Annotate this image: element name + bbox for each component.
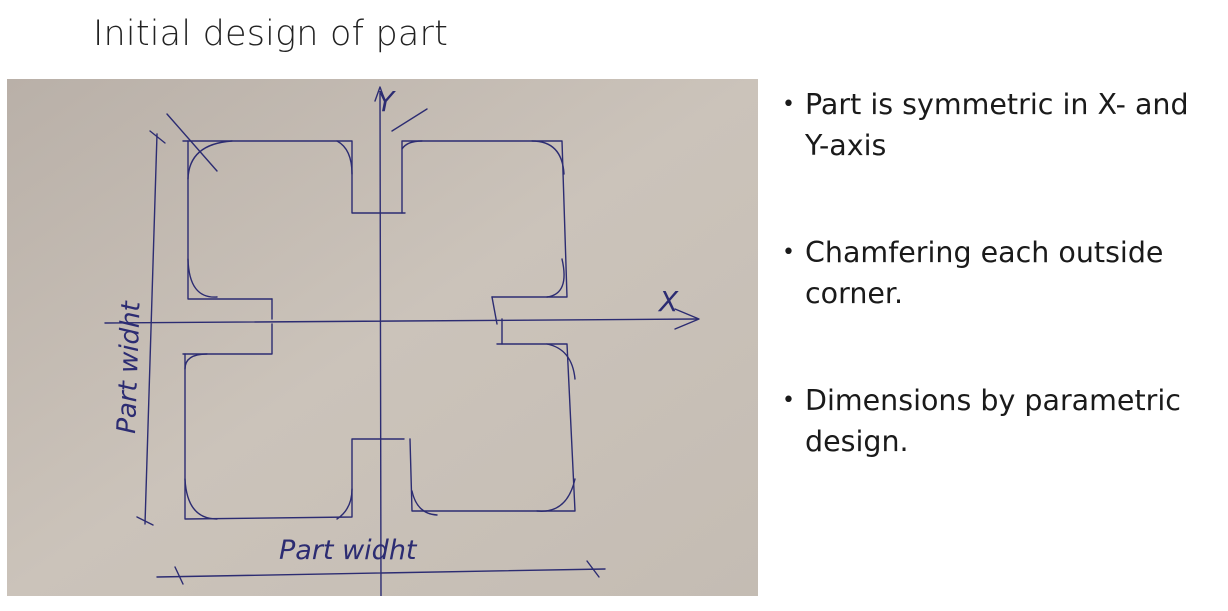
y-axis-label: Y <box>377 85 396 118</box>
vertical-dimension-label: Part widht <box>112 300 147 434</box>
bullet-line: corner. <box>805 277 904 310</box>
x-axis-line <box>104 318 698 324</box>
bullet-line: Y-axis <box>805 129 887 162</box>
sketch-photo: Y X Part widht Part widht <box>7 79 758 596</box>
bullet-dot-icon: • <box>782 92 795 117</box>
x-axis-label: X <box>657 285 679 318</box>
bullet-item: • Dimensions by parametric design. <box>780 380 1220 462</box>
horizontal-dimension-line <box>156 568 606 578</box>
bullet-line: Chamfering each outside <box>805 236 1164 269</box>
x-axis-arrow <box>674 308 700 330</box>
horizontal-dimension-label: Part widht <box>279 535 418 566</box>
bullet-item: • Chamfering each outside corner. <box>780 232 1220 314</box>
slide-title: Initial design of part <box>93 14 449 54</box>
bullet-item: • Part is symmetric in X- and Y-axis <box>780 84 1220 166</box>
paper-background <box>7 79 758 596</box>
sketch-drawing <box>104 86 700 596</box>
y-axis-line <box>379 92 382 596</box>
vertical-dimension-line <box>144 133 158 525</box>
bullet-dot-icon: • <box>782 388 795 413</box>
bullet-line: Part is symmetric in X- and <box>805 88 1189 121</box>
bullet-line: Dimensions by parametric <box>805 384 1181 417</box>
bullet-dot-icon: • <box>782 240 795 265</box>
bullet-list: • Part is symmetric in X- and Y-axis • C… <box>780 84 1220 528</box>
y-axis-arrow <box>374 86 386 102</box>
bullet-line: design. <box>805 425 909 458</box>
